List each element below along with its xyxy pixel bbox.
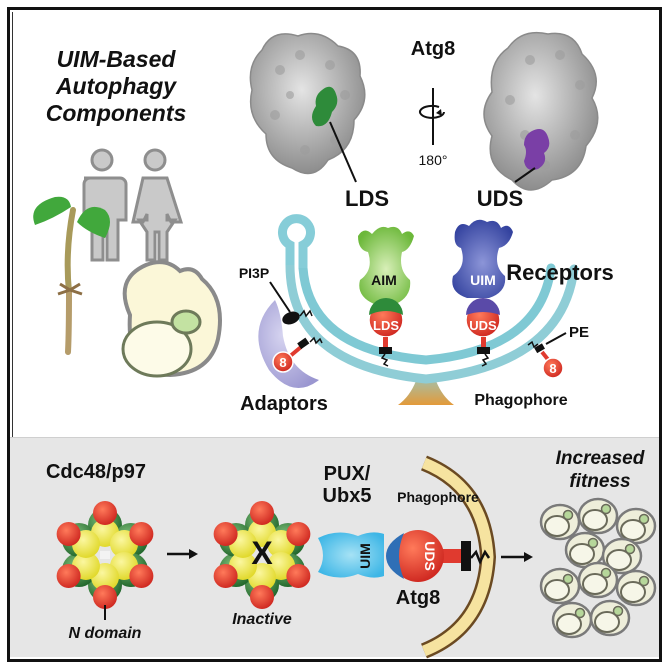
atg8-structure-uds-view: UDS xyxy=(477,31,599,211)
phagophore-mechanism: PI3P 8 AIM LDS UIM UDS Receptors 8 xyxy=(239,214,614,415)
phagophore-bottom-label: Phagophore xyxy=(397,489,479,505)
uds-mech-label: UDS xyxy=(469,318,497,333)
cdc48-hexamer-inactive xyxy=(213,501,311,609)
yeast-cell xyxy=(601,537,643,575)
yeast-cell xyxy=(539,567,581,605)
receptors-label: Receptors xyxy=(506,260,614,285)
cdc48-label: Cdc48/p97 xyxy=(46,461,146,483)
inactive-mark: X xyxy=(251,535,273,571)
aim-label: AIM xyxy=(371,272,397,288)
atg8-label: Atg8 xyxy=(411,38,455,60)
membrane-loop xyxy=(278,214,315,268)
atg8-adaptor-bound xyxy=(272,351,294,373)
n-domain xyxy=(93,501,117,525)
n-domain xyxy=(286,564,311,588)
inactive-label: Inactive xyxy=(232,611,292,628)
n-domain xyxy=(250,501,274,525)
pux-label-1: PUX/ xyxy=(324,463,371,485)
atg8-uds-bottom xyxy=(392,530,444,582)
n-domain xyxy=(93,585,117,609)
rotation-label: 180° xyxy=(419,152,448,168)
lds-mech-label: LDS xyxy=(373,318,399,333)
phagophore-label: Phagophore xyxy=(474,392,567,409)
lds-site-green xyxy=(312,86,338,127)
yeast-cell xyxy=(539,503,581,541)
atg8-pe-bound xyxy=(542,357,564,379)
lds-label: LDS xyxy=(345,186,389,211)
pe-label: PE xyxy=(569,324,589,341)
fitness-label-2: fitness xyxy=(569,471,630,492)
pux-ubx5-shape xyxy=(318,532,384,578)
n-domain xyxy=(213,564,238,588)
uds-bottom-label: UDS xyxy=(422,541,438,571)
uds-site-purple xyxy=(524,129,550,170)
pux-label-2: Ubx5 xyxy=(323,485,372,507)
yeast-cell-icon xyxy=(121,260,222,378)
human-female-icon xyxy=(131,148,184,262)
atg8-right-label: 8 xyxy=(549,361,556,376)
yeast-cell xyxy=(615,507,657,545)
title-line-3: Components xyxy=(46,100,187,126)
arrow-to-fitness xyxy=(501,552,533,562)
plant-seedling-icon xyxy=(33,196,110,355)
title-block: UIM-Based Autophagy Components xyxy=(46,46,187,126)
n-domain xyxy=(129,564,154,588)
arrow-to-inactive xyxy=(167,549,198,559)
pe-anchor xyxy=(461,541,471,571)
yeast-cell xyxy=(589,599,631,637)
rotation-arrow-icon xyxy=(419,104,445,119)
title-line-1: UIM-Based xyxy=(57,46,177,72)
n-domain xyxy=(56,564,81,588)
frame-inner-line xyxy=(12,12,654,655)
yeast-cell xyxy=(564,531,606,569)
yeast-cluster xyxy=(539,497,657,639)
cdc48-hexamer-active xyxy=(56,501,154,609)
atg8-left-label: 8 xyxy=(279,355,286,370)
title-line-2: Autophagy xyxy=(55,73,177,99)
membrane-inner xyxy=(298,263,556,365)
yeast-cell xyxy=(577,561,619,599)
adaptors-label: Adaptors xyxy=(240,393,328,415)
yeast-cell xyxy=(615,569,657,607)
uim-bottom-label: UIM xyxy=(357,543,373,569)
human-male-icon xyxy=(82,148,128,262)
n-domain-label: N domain xyxy=(69,625,142,642)
n-domain xyxy=(129,522,154,546)
phagophore-stem xyxy=(398,375,454,405)
fitness-label-1: Increased xyxy=(556,448,645,469)
uim-receptor xyxy=(452,219,513,298)
n-domain xyxy=(286,522,311,546)
aim-receptor xyxy=(358,226,414,304)
atg8-rotation: Atg8 180° xyxy=(411,38,455,168)
uds-label: UDS xyxy=(477,186,523,211)
n-domain xyxy=(250,585,274,609)
uim-mech-label: UIM xyxy=(470,272,496,288)
yeast-cell xyxy=(551,601,593,639)
uim-bound-region xyxy=(386,533,404,579)
atg8-structure-lds-view: LDS xyxy=(249,32,389,211)
membrane-outer xyxy=(285,260,579,384)
pi3p-lipid xyxy=(282,311,300,325)
pi3p-label: PI3P xyxy=(239,265,269,281)
yeast-cell xyxy=(577,497,619,535)
n-domain xyxy=(213,522,238,546)
n-domain xyxy=(56,522,81,546)
atg8-bottom-label: Atg8 xyxy=(396,587,440,609)
